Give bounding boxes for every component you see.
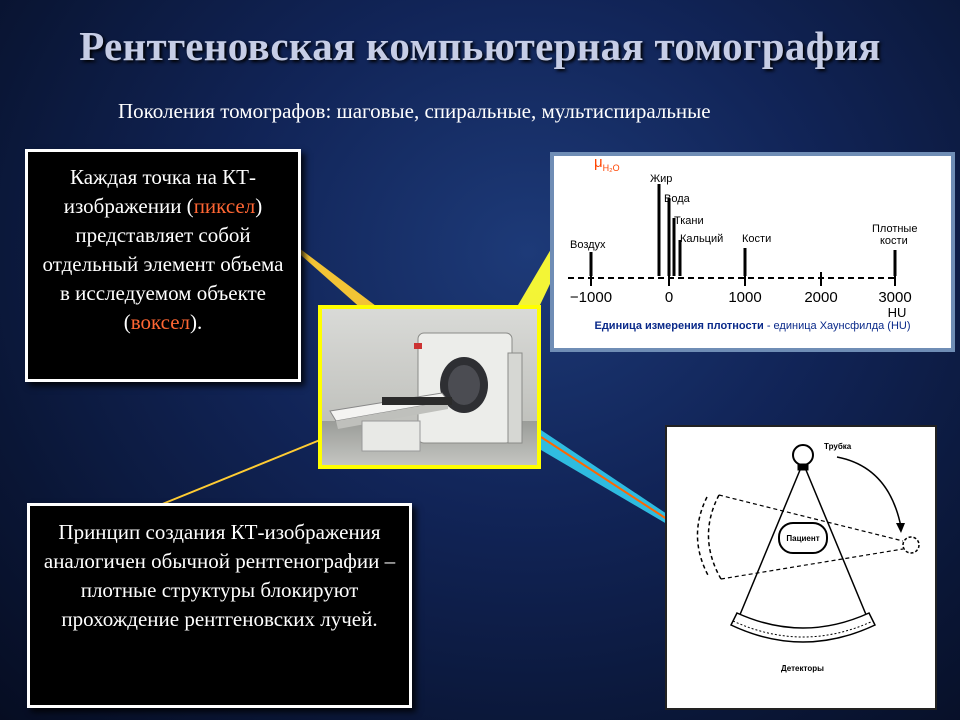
- hu-caption-bold: Единица измерения плотности: [594, 320, 764, 332]
- pixel-text-after: ).: [190, 310, 203, 334]
- mu-symbol: μ: [594, 154, 603, 171]
- patient-label: Пациент: [786, 534, 819, 543]
- mu-subscript: H₂O: [602, 163, 620, 173]
- ct-geometry-diagram: Трубка Детекторы Пациент: [696, 442, 920, 673]
- hounsfield-scale-panel: Воздух Жир Вода Ткани Кальций Кости Плот…: [550, 152, 955, 352]
- pixel-term: пиксел: [193, 194, 256, 218]
- label-water: Вода: [664, 193, 691, 205]
- detector-arc: [729, 612, 877, 643]
- ct-geometry-scheme: Трубка Детекторы Пациент: [665, 425, 937, 710]
- label-bone: Кости: [742, 233, 771, 245]
- principle-text: Принцип создания КТ-изображения аналогич…: [43, 520, 396, 631]
- ct-scanner-photo: [318, 305, 541, 469]
- tick-label-2000: 2000: [804, 289, 837, 306]
- tick-label-1000: 1000: [728, 289, 761, 306]
- ct-scanner-illustration: [322, 309, 537, 465]
- tick-label-minus1000: −1000: [570, 289, 612, 306]
- label-fat: Жир: [650, 173, 672, 185]
- hu-caption-rest: - единица Хаунсфилда (HU): [763, 320, 911, 332]
- label-air: Воздух: [570, 239, 606, 251]
- pixel-text-before: Каждая точка на КТ-изображении (: [63, 165, 256, 218]
- voxel-term: воксел: [130, 310, 191, 334]
- slide-title: Рентгеновская компьютерная томография: [79, 23, 881, 69]
- label-dense-2: кости: [880, 235, 908, 247]
- label-calcium: Кальций: [680, 233, 723, 245]
- detectors-label: Детекторы: [781, 664, 824, 673]
- slide-subtitle: Поколения томографов: шаговые, спиральны…: [118, 99, 711, 123]
- connector-line-bottom-right: [540, 436, 677, 526]
- pixel-text-middle: ) представляет собой отдельный элемент о…: [42, 194, 284, 334]
- hu-caption: Единица измерения плотности - единица Ха…: [554, 320, 951, 332]
- connector-line-bottom: [154, 439, 321, 508]
- rotation-arrow: [836, 456, 902, 528]
- tube-label: Трубка: [824, 442, 852, 451]
- tick-label-3000: 3000: [878, 289, 911, 306]
- hounsfield-scale-chart: Воздух Жир Вода Ткани Кальций Кости Плот…: [568, 173, 917, 320]
- patient-shape: [778, 522, 828, 554]
- pixel-voxel-textbox: Каждая точка на КТ-изображении (пиксел) …: [25, 149, 301, 382]
- xray-tube-shape: [792, 444, 814, 466]
- axis-unit-label: HU: [888, 305, 907, 320]
- principle-textbox: Принцип создания КТ-изображения аналогич…: [27, 503, 412, 708]
- tick-label-0: 0: [665, 289, 673, 306]
- mu-water-label: μH₂O: [594, 154, 620, 173]
- label-dense-1: Плотные: [872, 223, 917, 235]
- label-tissue: Ткани: [674, 215, 704, 227]
